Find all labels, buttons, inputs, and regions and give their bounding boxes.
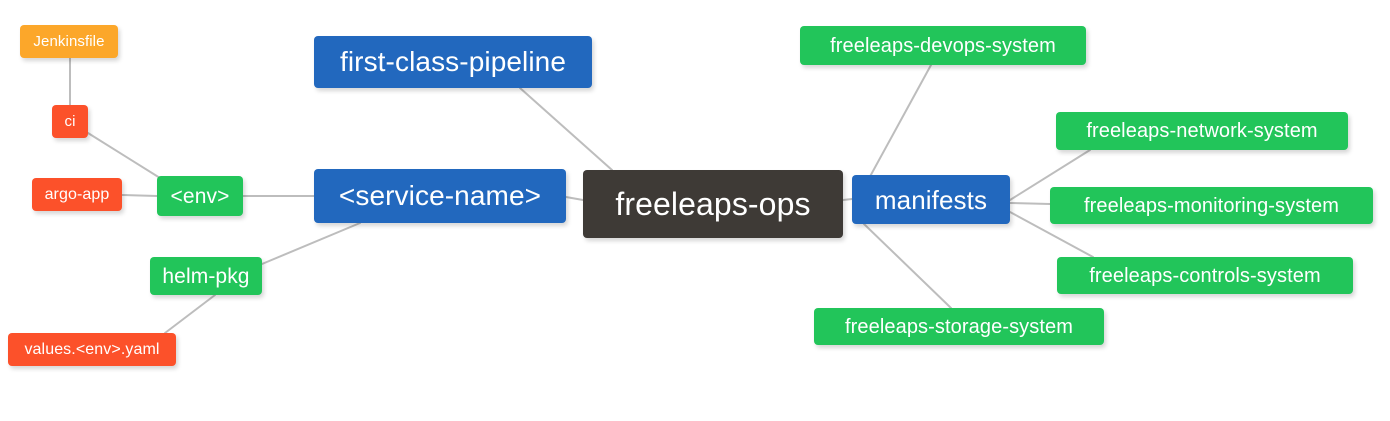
node-label: argo-app bbox=[44, 185, 110, 203]
node-label: freeleaps-monitoring-system bbox=[1083, 194, 1339, 217]
node-label: Jenkinsfile bbox=[33, 33, 105, 50]
node-freeleaps-ops[interactable]: freeleaps-ops bbox=[583, 170, 843, 238]
node-helm-pkg[interactable]: helm-pkg bbox=[150, 257, 262, 295]
node-manifests[interactable]: manifests bbox=[852, 175, 1010, 224]
node-label: <env> bbox=[170, 184, 230, 208]
node-monitoring-system[interactable]: freeleaps-monitoring-system bbox=[1050, 187, 1373, 224]
edge-devops-system-to-manifests bbox=[860, 64, 932, 194]
node-label: freeleaps-network-system bbox=[1086, 120, 1318, 142]
node-service-name[interactable]: <service-name> bbox=[314, 169, 566, 223]
node-argo-app[interactable]: argo-app bbox=[32, 178, 122, 211]
node-label: freeleaps-ops bbox=[615, 186, 811, 222]
node-values-yaml[interactable]: values.<env>.yaml bbox=[8, 333, 176, 366]
node-devops-system[interactable]: freeleaps-devops-system bbox=[800, 26, 1086, 65]
node-ci[interactable]: ci bbox=[52, 105, 88, 138]
node-label: freeleaps-storage-system bbox=[844, 315, 1074, 338]
edge-freeleaps-ops-to-manifests bbox=[842, 198, 853, 201]
node-env[interactable]: <env> bbox=[157, 176, 243, 216]
node-label: <service-name> bbox=[338, 180, 542, 211]
edge-helm-pkg-to-service-name bbox=[261, 222, 361, 265]
node-label: values.<env>.yaml bbox=[24, 340, 160, 358]
edge-manifests-to-monitoring-system bbox=[1009, 202, 1051, 205]
node-first-class-pipeline[interactable]: first-class-pipeline bbox=[314, 36, 592, 88]
edge-values-yaml-to-helm-pkg bbox=[164, 294, 216, 334]
node-network-system[interactable]: freeleaps-network-system bbox=[1056, 112, 1348, 150]
edge-first-class-pipeline-to-freeleaps-ops bbox=[519, 87, 613, 171]
node-label: helm-pkg bbox=[162, 264, 250, 288]
node-label: first-class-pipeline bbox=[339, 46, 567, 77]
node-label: ci bbox=[64, 113, 76, 130]
edge-manifests-to-storage-system bbox=[863, 223, 952, 309]
node-storage-system[interactable]: freeleaps-storage-system bbox=[814, 308, 1104, 345]
node-label: freeleaps-devops-system bbox=[830, 34, 1056, 57]
node-label: manifests bbox=[874, 184, 988, 215]
edge-ci-to-env bbox=[87, 132, 161, 179]
edge-argo-app-to-env bbox=[121, 194, 158, 197]
edge-service-name-to-freeleaps-ops bbox=[565, 196, 584, 201]
node-controls-system[interactable]: freeleaps-controls-system bbox=[1057, 257, 1353, 294]
node-jenkinsfile[interactable]: Jenkinsfile bbox=[20, 25, 118, 58]
node-label: freeleaps-controls-system bbox=[1089, 264, 1321, 287]
